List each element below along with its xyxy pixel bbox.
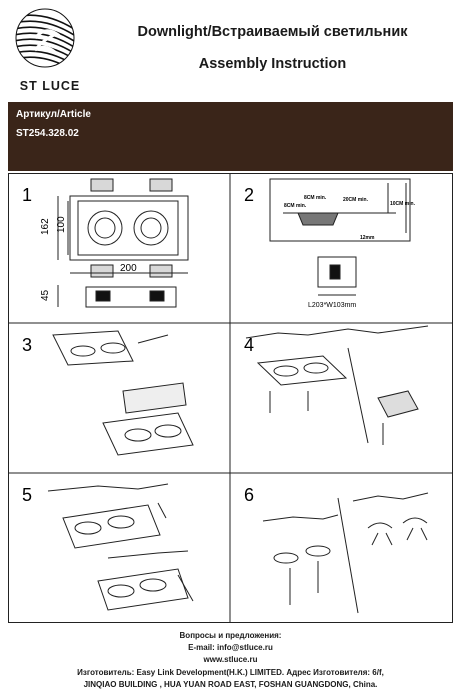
step2-cutout-label: L203*W103mm bbox=[308, 302, 356, 309]
footer-address: JINQIAO BUILDING , HUA YUAN ROAD EAST, F… bbox=[83, 680, 378, 689]
step5-drawing bbox=[47, 483, 194, 611]
step1-dim-d: 45 bbox=[40, 289, 51, 301]
footer-website: www.stluce.ru bbox=[203, 655, 258, 664]
step2-drawing bbox=[269, 178, 411, 296]
article-label: Артикул/Article bbox=[16, 109, 91, 120]
step1-dim-w: 200 bbox=[120, 263, 137, 274]
step5-number: 5 bbox=[22, 485, 32, 505]
step6-drawing bbox=[262, 492, 429, 614]
step2-label-b: 8CM min. bbox=[284, 203, 307, 209]
step1-drawing bbox=[57, 178, 189, 308]
article-code: ST254.328.02 bbox=[16, 128, 79, 139]
footer-email: E-mail: info@stluce.ru bbox=[188, 643, 273, 652]
step4-drawing bbox=[245, 325, 429, 445]
footer-manufacturer: Изготовитель: Easy Link Development(H.K.… bbox=[77, 668, 384, 677]
step2-label-c: 20CM min. bbox=[343, 197, 369, 203]
step1-dim-h1: 162 bbox=[40, 218, 51, 235]
article-band bbox=[8, 102, 453, 171]
step1-number: 1 bbox=[22, 185, 32, 205]
step3-drawing bbox=[52, 330, 194, 456]
step1-dim-h2: 100 bbox=[56, 216, 67, 233]
footer-line1: Вопросы и предложения: bbox=[179, 631, 282, 640]
step3-number: 3 bbox=[22, 335, 32, 355]
step2-label-d: 10CM min. bbox=[390, 201, 416, 207]
step2-label-a: 8CM min. bbox=[304, 195, 327, 201]
step2-number: 2 bbox=[244, 185, 254, 205]
brand-name: ST LUCE bbox=[19, 79, 81, 93]
document-subtitle: Assembly Instruction bbox=[198, 56, 347, 72]
document-title: Downlight/Встраиваемый светильник bbox=[137, 24, 408, 40]
instruction-grid: 1 162 100 200 45 2 8CM min. 8CM min. 20C… bbox=[8, 173, 453, 623]
step2-label-e: 12mm bbox=[360, 235, 375, 241]
step4-number: 4 bbox=[244, 335, 254, 355]
brand-logo-icon bbox=[15, 8, 75, 68]
step6-number: 6 bbox=[244, 485, 254, 505]
